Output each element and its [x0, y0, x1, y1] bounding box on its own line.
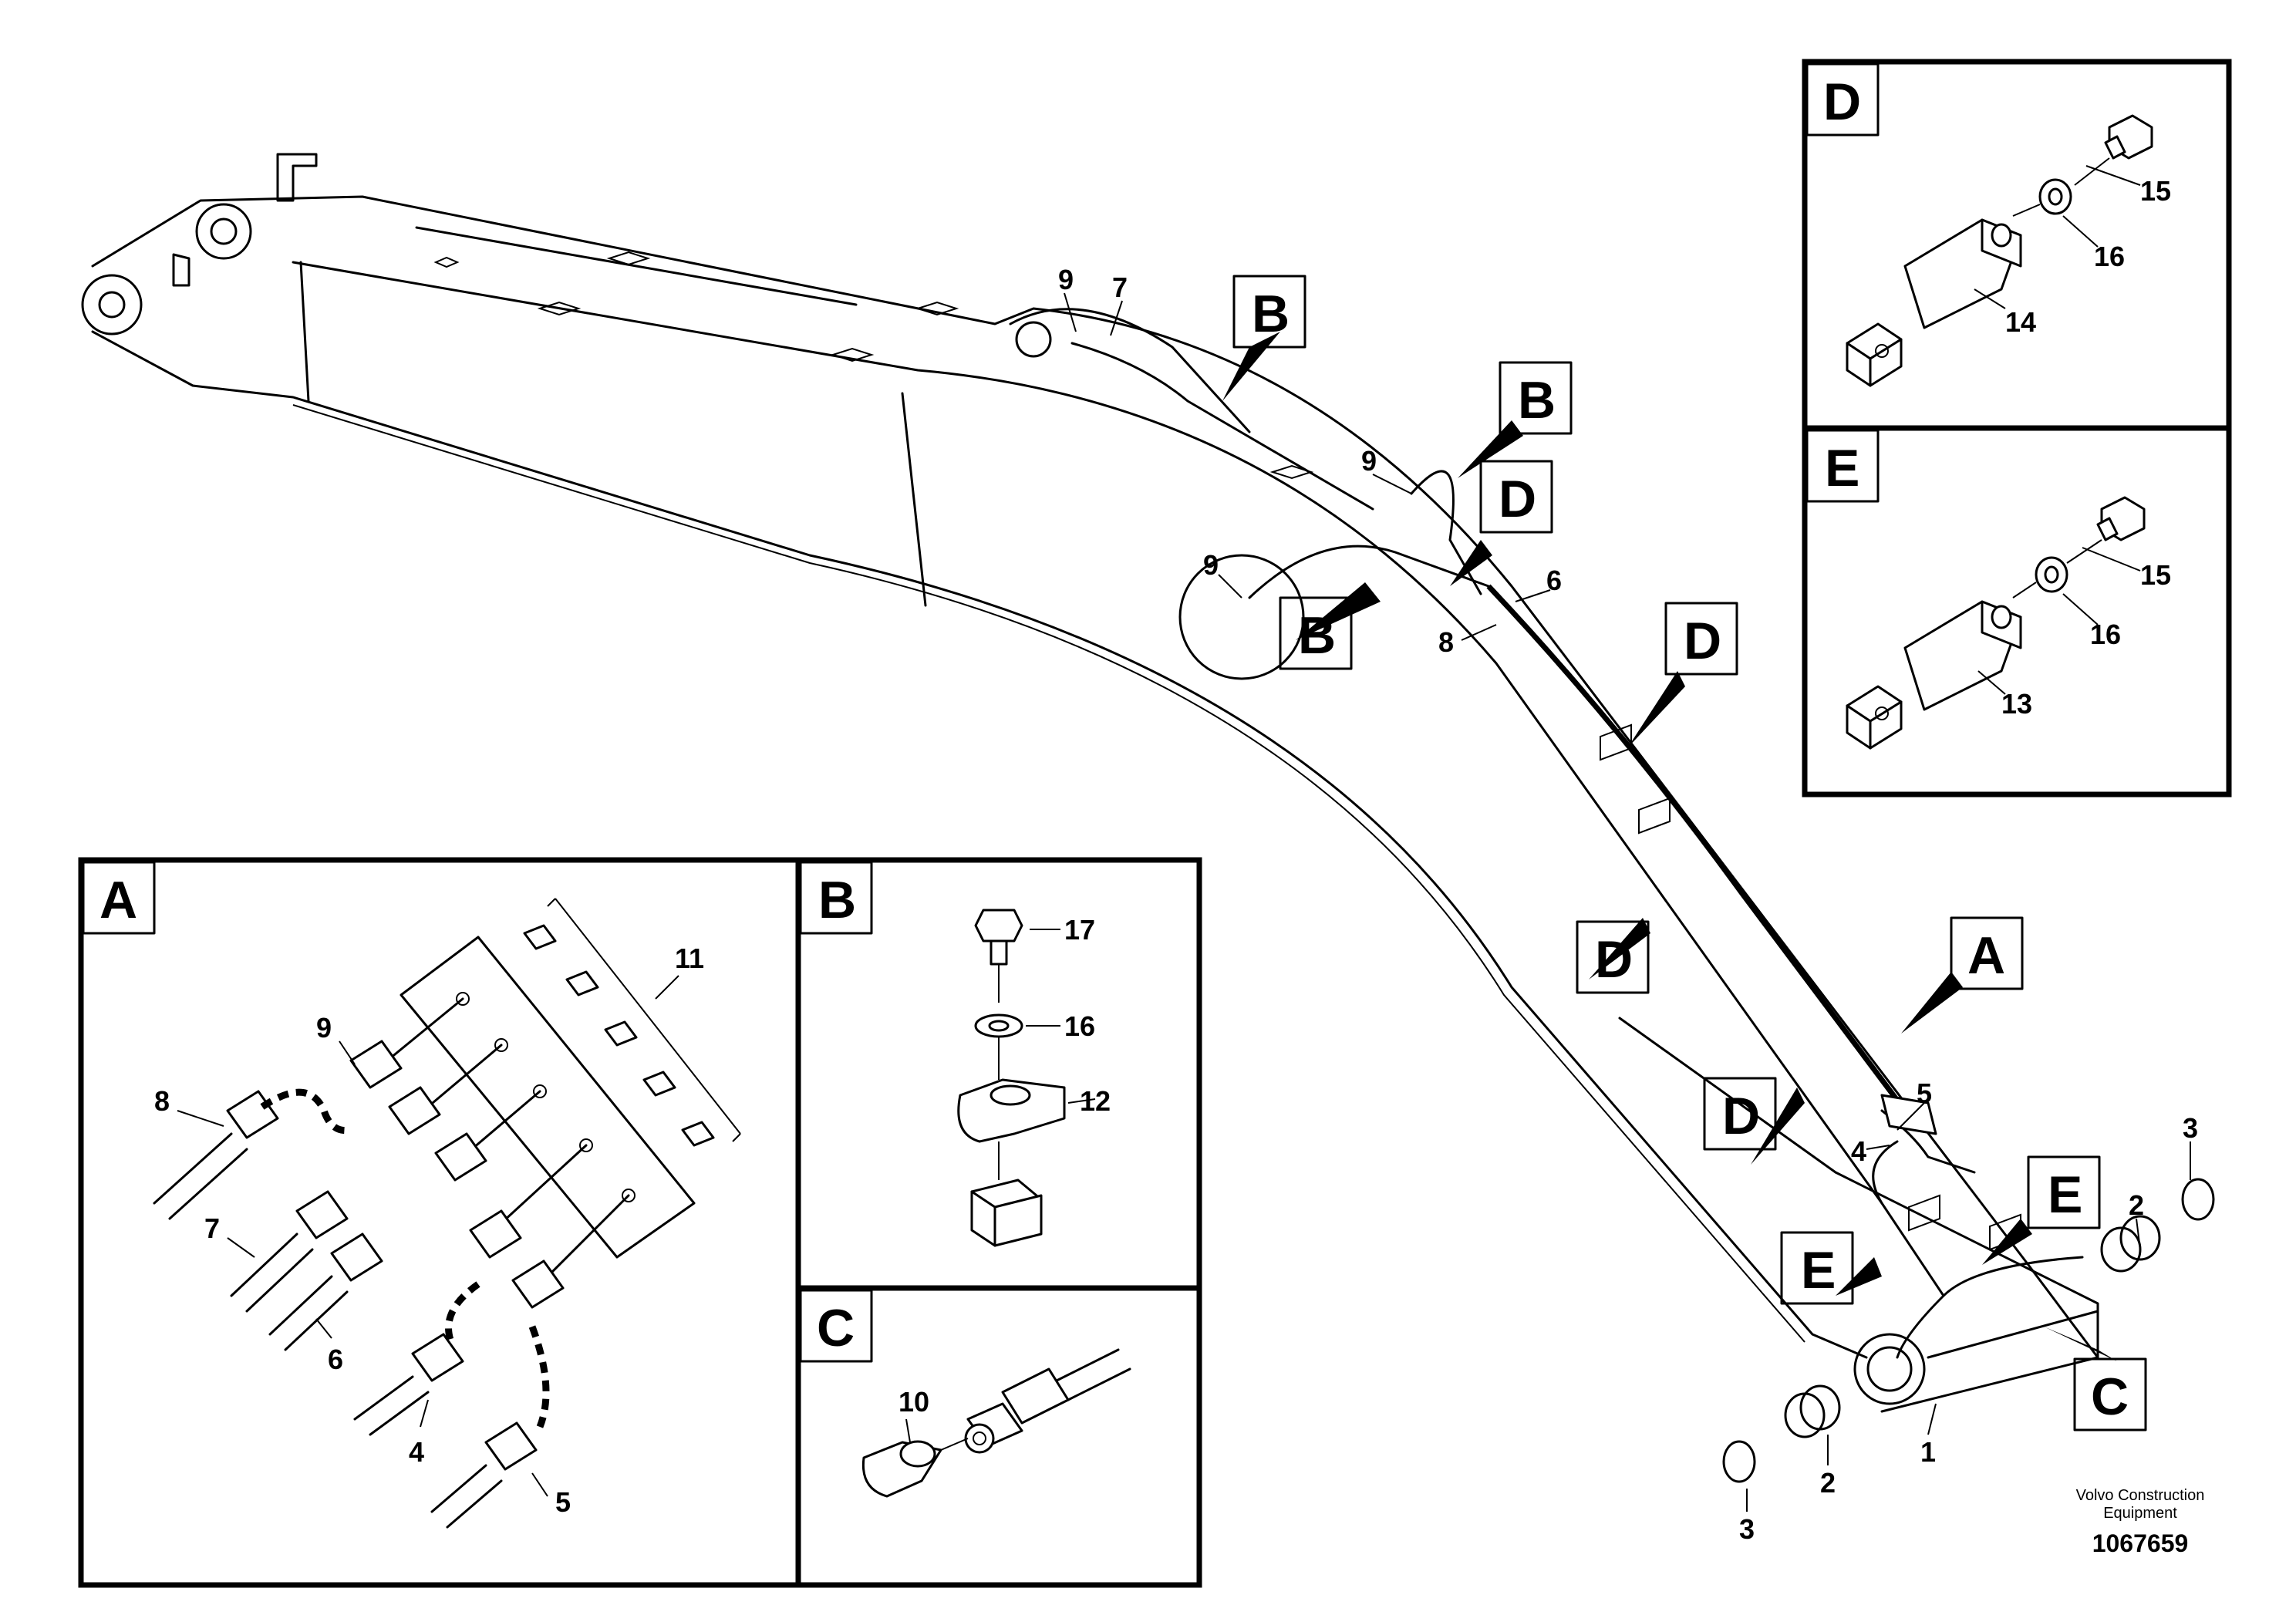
- callout-a-5: 5: [555, 1486, 571, 1518]
- detail-c-label: C: [817, 1299, 855, 1357]
- callout-a-6: 6: [328, 1344, 343, 1375]
- credit-line-2: Equipment: [2103, 1505, 2177, 1522]
- callout-main-1: 1: [1920, 1436, 1936, 1468]
- callout-a-9: 9: [316, 1012, 332, 1044]
- callout-a-11: 11: [675, 943, 704, 974]
- callout-main-7: 7: [1112, 271, 1128, 303]
- callout-a-4: 4: [409, 1436, 424, 1468]
- callout-main-2a: 2: [1820, 1467, 1836, 1499]
- detail-b-panel: B 17 16 12: [795, 857, 1202, 1291]
- callout-e-15: 15: [2140, 559, 2171, 591]
- detail-b-label: B: [818, 871, 856, 929]
- boom-illustration: [81, 153, 2099, 1413]
- callout-d-14: 14: [2005, 306, 2036, 338]
- callout-main-2b: 2: [2129, 1189, 2144, 1221]
- main-callouts: 9 7 9 9 6 8 5 4 3 2 1 2 3: [1058, 264, 2198, 1545]
- callout-main-5: 5: [1917, 1077, 1932, 1109]
- hose-routing: [1070, 342, 2084, 1359]
- detail-e-label: E: [1825, 439, 1859, 497]
- callout-main-9c: 9: [1203, 549, 1219, 581]
- callout-a-8: 8: [154, 1085, 170, 1117]
- callout-main-9b: 9: [1361, 445, 1377, 477]
- callout-a-7: 7: [204, 1212, 220, 1244]
- callout-d-15: 15: [2140, 175, 2171, 207]
- credit-block: Volvo Construction Equipment 1067659: [2076, 1487, 2205, 1557]
- detail-d-label: D: [1823, 73, 1861, 131]
- marker-e-2: E: [2048, 1165, 2082, 1224]
- callout-b-16: 16: [1064, 1010, 1095, 1042]
- callout-main-4: 4: [1851, 1135, 1866, 1167]
- detail-a-label: A: [99, 871, 137, 929]
- callout-c-10: 10: [899, 1386, 929, 1418]
- callout-e-13: 13: [2001, 688, 2032, 720]
- marker-b-1: B: [1252, 285, 1290, 343]
- callout-main-8: 8: [1438, 626, 1454, 658]
- bushings-and-rings: [1722, 1178, 2215, 1483]
- callout-e-16: 16: [2090, 619, 2121, 650]
- detail-e-panel: E 15 16 13: [1802, 425, 2232, 798]
- detail-c-panel: C 10: [795, 1285, 1202, 1588]
- marker-a: A: [1967, 926, 2005, 985]
- drawing-number: 1067659: [2092, 1529, 2189, 1557]
- marker-d-3: D: [1595, 930, 1633, 989]
- marker-b-2: B: [1518, 371, 1556, 430]
- marker-d-1: D: [1499, 470, 1536, 528]
- callout-b-12: 12: [1080, 1085, 1111, 1117]
- marker-e-1: E: [1801, 1241, 1836, 1300]
- main-leaders: [1064, 292, 2191, 1512]
- credit-line-1: Volvo Construction: [2076, 1487, 2205, 1504]
- marker-b-3: B: [1298, 606, 1336, 665]
- main-view-markers: B B B D D D D A E E C: [1232, 275, 2147, 1431]
- callout-main-6: 6: [1546, 565, 1562, 596]
- callout-d-16: 16: [2094, 241, 2125, 272]
- detail-d-panel: D 15 16 14: [1802, 59, 2232, 431]
- detail-a-panel: A: [78, 857, 801, 1588]
- marker-d-4: D: [1722, 1087, 1760, 1145]
- callout-main-3b: 3: [2183, 1112, 2198, 1144]
- callout-main-3a: 3: [1739, 1513, 1755, 1545]
- callout-main-9a: 9: [1058, 264, 1074, 295]
- marker-c: C: [2091, 1367, 2129, 1426]
- callout-b-17: 17: [1064, 914, 1095, 946]
- marker-d-2: D: [1684, 612, 1721, 670]
